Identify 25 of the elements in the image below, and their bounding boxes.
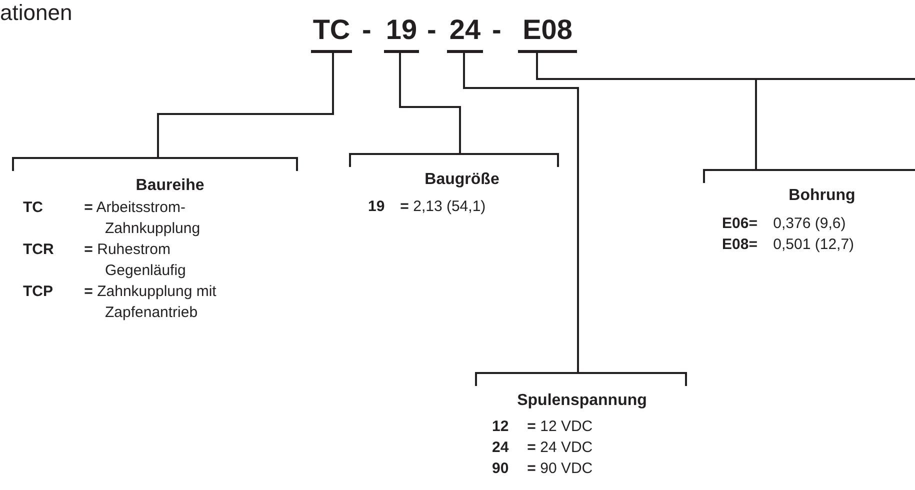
- connector-line: [157, 53, 334, 157]
- code-segment: 19: [384, 10, 419, 53]
- separator-dash: -: [492, 13, 502, 47]
- code-segment: E08: [518, 10, 577, 53]
- code-definition: TCR = Ruhestrom Gegenläufig: [23, 240, 187, 281]
- code-definition: 12 = 12 VDC: [492, 417, 594, 437]
- page-title: ationen: [0, 0, 72, 26]
- separator-dash: -: [362, 13, 372, 47]
- code-definition: E06= 0,376 (9,6): [722, 214, 847, 234]
- code-definition: 19 = 2,13 (54,1): [368, 197, 487, 217]
- connector-line: [536, 52, 915, 170]
- connector-line: [463, 53, 579, 372]
- group-heading: Baureihe: [136, 177, 204, 195]
- code-definition: TC = Arbeitsstrom- Zahnkupplung: [23, 198, 202, 239]
- separator-dash: -: [427, 13, 436, 47]
- code-definition: 90 = 90 VDC: [492, 459, 594, 479]
- connector-line: [399, 53, 461, 153]
- code-definition: 24 = 24 VDC: [492, 438, 594, 458]
- group-heading: Baugröße: [424, 171, 500, 189]
- code-definition: E08= 0,501 (12,7): [722, 235, 856, 255]
- group-heading: Bohrung: [788, 187, 856, 205]
- code-segment: TC: [311, 10, 352, 53]
- code-definition: TCP = Zahnkupplung mit Zapfenantrieb: [23, 282, 218, 323]
- code-segment: 24: [447, 10, 483, 53]
- group-heading: Spulenspannung: [517, 392, 647, 410]
